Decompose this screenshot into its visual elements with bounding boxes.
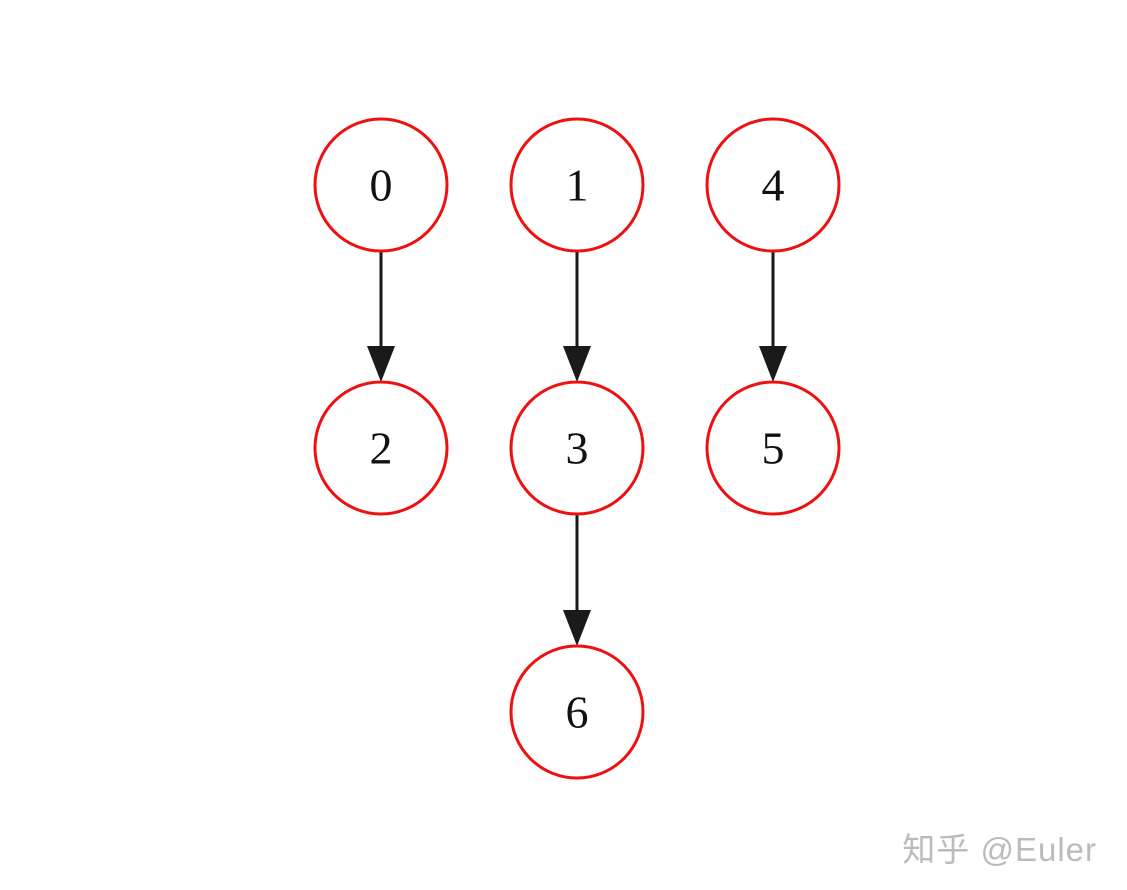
node-circle [705,380,841,516]
edge-1-to-3 [563,251,591,382]
node-label: 4 [762,160,785,211]
node-6: 6 [509,644,645,780]
node-1: 1 [509,117,645,253]
arrowhead-icon [759,346,787,382]
node-label: 6 [566,687,589,738]
node-label: 1 [566,160,589,211]
node-2: 2 [313,380,449,516]
arrowhead-icon [367,346,395,382]
node-circle [509,380,645,516]
node-circle [705,117,841,253]
edge-4-to-5 [759,251,787,382]
node-4: 4 [705,117,841,253]
node-3: 3 [509,380,645,516]
arrowhead-icon [563,610,591,646]
edge-3-to-6 [563,514,591,646]
node-label: 5 [762,423,785,474]
node-label: 3 [566,423,589,474]
node-circle [313,117,449,253]
arrowhead-icon [563,346,591,382]
node-label: 0 [370,160,393,211]
node-circle [509,644,645,780]
node-circle [313,380,449,516]
edge-0-to-2 [367,251,395,382]
node-label: 2 [370,423,393,474]
watermark: 知乎 @Euler [902,831,1097,868]
node-circle [509,117,645,253]
node-0: 0 [313,117,449,253]
node-5: 5 [705,380,841,516]
